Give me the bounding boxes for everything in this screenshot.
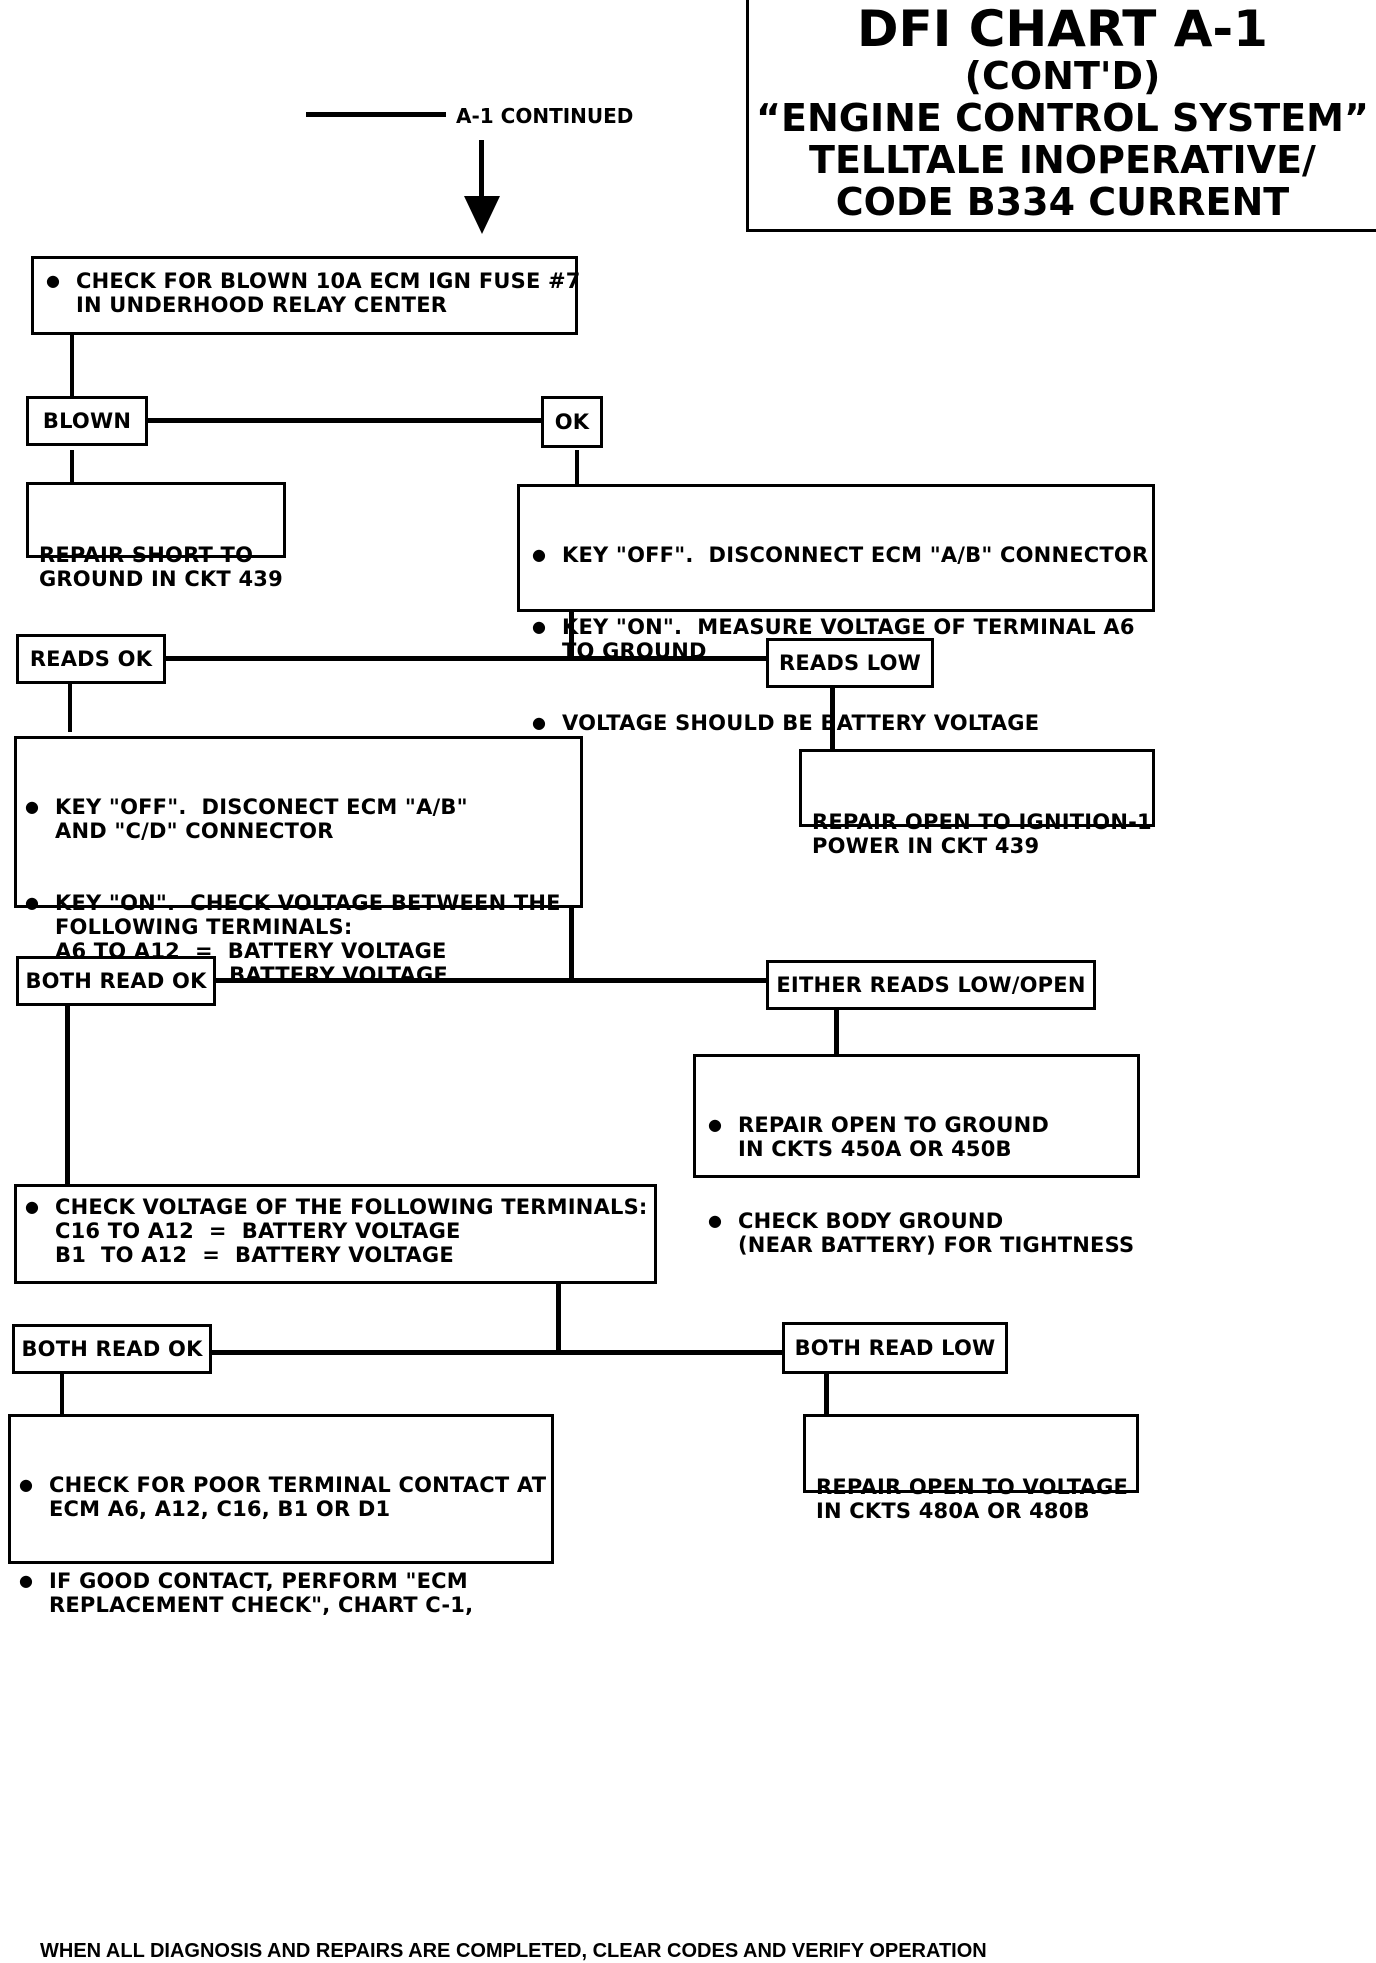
check-fuse-box: CHECK FOR BLOWN 10A ECM IGN FUSE #7 IN U…: [31, 256, 580, 335]
connector: [70, 332, 74, 400]
connector: [70, 450, 74, 486]
disconnect-step: KEY "OFF". DISCONECT ECM "A/B" AND "C/D"…: [17, 795, 580, 843]
both-read-low-label: BOTH READ LOW: [782, 1322, 1008, 1374]
connector: [575, 450, 579, 486]
repair-short-box: REPAIR SHORT TO GROUND IN CKT 439: [26, 482, 286, 591]
connector: [65, 1006, 70, 1184]
check-poor-contact-box: CHECK FOR POOR TERMINAL CONTACT AT ECM A…: [8, 1414, 554, 1617]
chart-subtitle-contd: (CONT'D): [964, 54, 1161, 98]
title-block: DFI CHART A-1 (CONT'D) “ENGINE CONTROL S…: [746, 0, 1376, 232]
repair-short-text: REPAIR SHORT TO GROUND IN CKT 439: [39, 543, 283, 591]
repair-open-ground-box: REPAIR OPEN TO GROUND IN CKTS 450A OR 45…: [693, 1054, 1140, 1257]
key-off-check-box: KEY "OFF". DISCONNECT ECM "A/B" CONNECTO…: [517, 484, 1155, 735]
connector: [166, 656, 770, 661]
connector: [60, 1374, 64, 1414]
key-on-step: KEY "ON". MEASURE VOLTAGE OF TERMINAL A6…: [524, 615, 1152, 663]
check-voltage-text: CHECK VOLTAGE OF THE FOLLOWING TERMINALS…: [17, 1195, 654, 1267]
check-body-ground-step: CHECK BODY GROUND (NEAR BATTERY) FOR TIG…: [700, 1209, 1137, 1257]
blown-label: BLOWN: [26, 396, 148, 446]
footer-note: WHEN ALL DIAGNOSIS AND REPAIRS ARE COMPL…: [40, 1940, 987, 1962]
chart-title: DFI CHART A-1: [857, 0, 1268, 58]
either-reads-low-label: EITHER READS LOW/OPEN: [766, 960, 1096, 1010]
connector: [834, 1010, 839, 1054]
repair-open-ign-box: REPAIR OPEN TO IGNITION-1 POWER IN CKT 4…: [799, 749, 1155, 858]
both-read-ok-label-2: BOTH READ OK: [12, 1324, 212, 1374]
repair-open-voltage-text: REPAIR OPEN TO VOLTAGE IN CKTS 480A OR 4…: [816, 1475, 1129, 1523]
connector: [68, 684, 72, 732]
reads-ok-label: READS OK: [16, 634, 166, 684]
chart-subtitle-system: “ENGINE CONTROL SYSTEM”: [756, 96, 1369, 140]
ok-label: OK: [541, 396, 603, 448]
repair-open-voltage-box: REPAIR OPEN TO VOLTAGE IN CKTS 480A OR 4…: [803, 1414, 1139, 1523]
connector: [212, 1350, 786, 1355]
reads-low-label: READS LOW: [766, 638, 934, 688]
key-off-step: KEY "OFF". DISCONNECT ECM "A/B" CONNECTO…: [524, 543, 1152, 567]
both-read-ok-label-1: BOTH READ OK: [16, 956, 216, 1006]
continued-label: A-1 CONTINUED: [456, 104, 634, 128]
check-voltage-box: CHECK VOLTAGE OF THE FOLLOWING TERMINALS…: [14, 1184, 657, 1284]
check-poor-contact-step: CHECK FOR POOR TERMINAL CONTACT AT ECM A…: [11, 1473, 551, 1521]
voltage-step: VOLTAGE SHOULD BE BATTERY VOLTAGE: [524, 711, 1152, 735]
connector: [824, 1374, 829, 1414]
repair-open-ground-step: REPAIR OPEN TO GROUND IN CKTS 450A OR 45…: [700, 1113, 1137, 1161]
ecm-replacement-step: IF GOOD CONTACT, PERFORM "ECM REPLACEMEN…: [11, 1569, 551, 1617]
check-fuse-text: CHECK FOR BLOWN 10A ECM IGN FUSE #7 IN U…: [38, 269, 580, 317]
chart-subtitle-telltale: TELLTALE INOPERATIVE/: [809, 138, 1316, 182]
repair-open-ign-text: REPAIR OPEN TO IGNITION-1 POWER IN CKT 4…: [812, 810, 1152, 858]
down-arrow-icon: [464, 140, 500, 234]
disconnect-check-box: KEY "OFF". DISCONECT ECM "A/B" AND "C/D"…: [14, 736, 583, 987]
chart-subtitle-code: CODE B334 CURRENT: [835, 180, 1290, 224]
connector: [556, 1284, 561, 1354]
connector: [146, 418, 546, 423]
continued-line: [306, 112, 446, 117]
